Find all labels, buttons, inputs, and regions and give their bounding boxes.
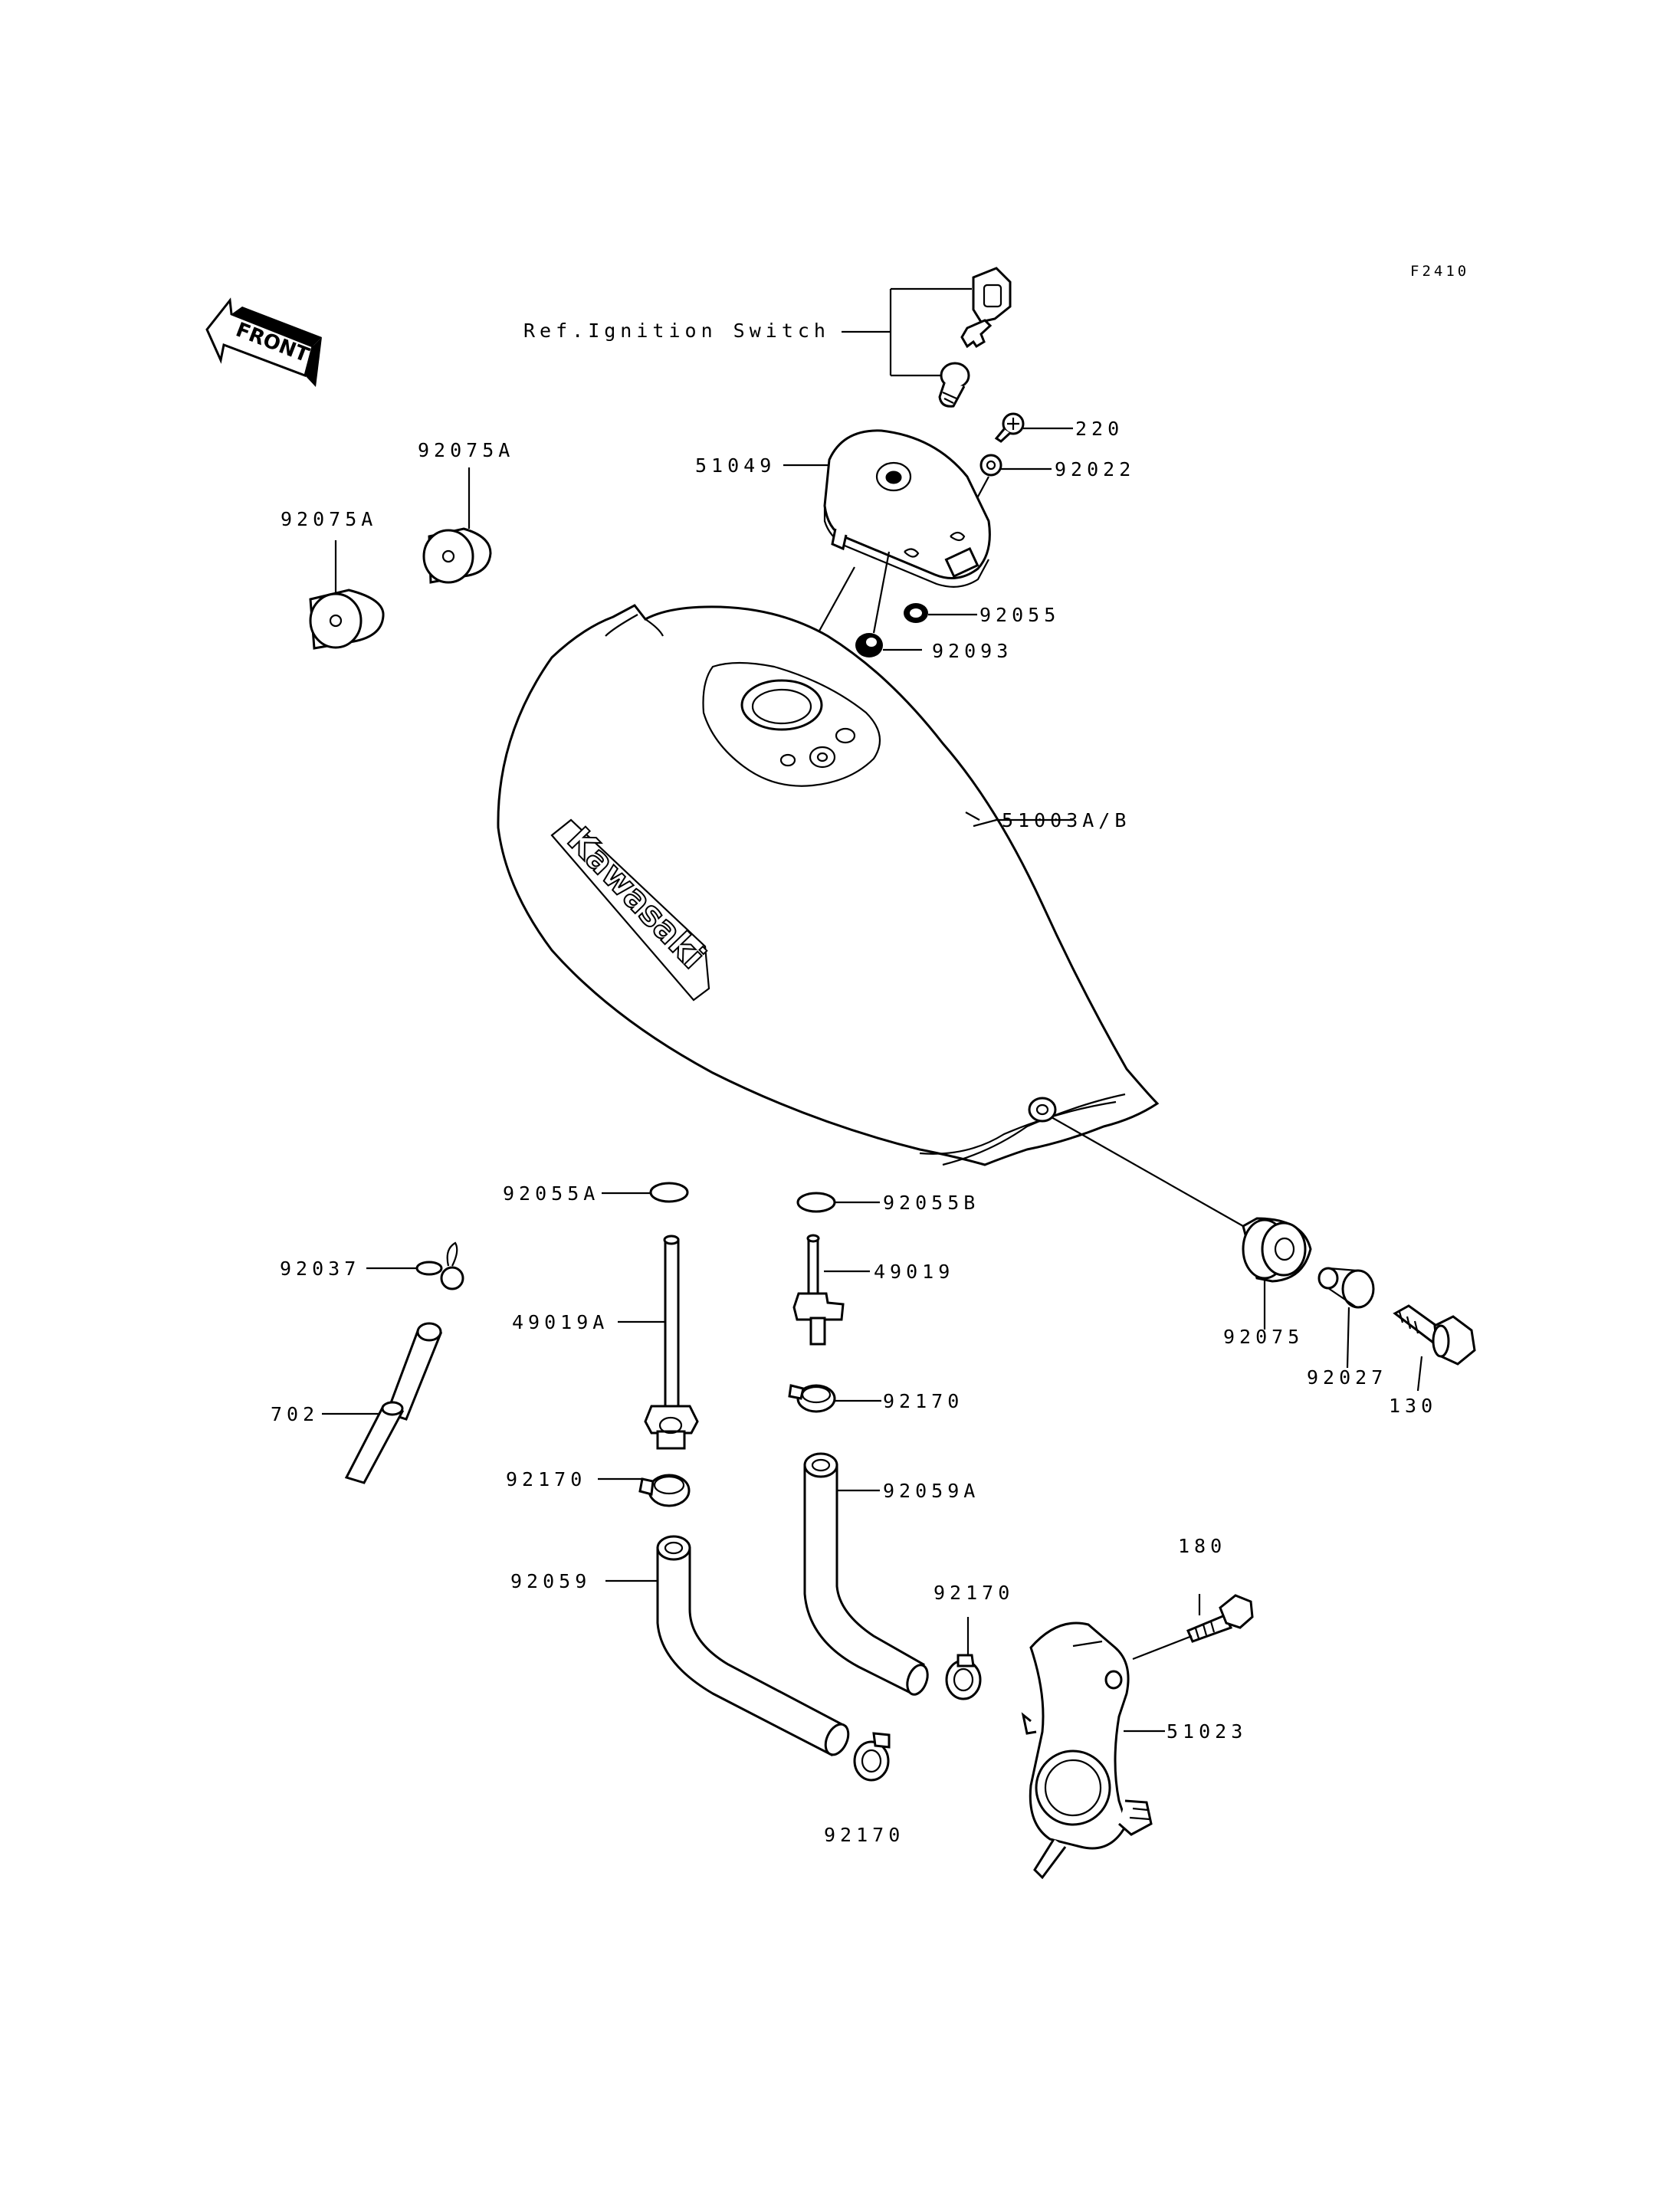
part-92055B-label: 92055B [883,1192,979,1214]
clamp-92170-upper-right [788,1384,836,1413]
screw-220 [994,412,1025,443]
ref-ignition-switch-label: Ref.Ignition Switch [523,320,830,342]
damper-92075A-lower [309,589,385,650]
part-180-label: 180 [1178,1535,1226,1557]
part-92059-label: 92059 [510,1570,591,1592]
part-92055A-label: 92055A [503,1182,599,1205]
part-92055-label: 92055 [979,604,1060,626]
fuel-tap-51023 [1021,1622,1153,1880]
collar-92027 [1317,1267,1375,1309]
part-92170-middle-label: 92170 [934,1582,1014,1604]
ignition-cylinder-icon [938,362,970,408]
part-92170-upper-right-label: 92170 [883,1390,963,1412]
part-92170-bottom-label: 92170 [824,1824,904,1846]
damper-92075A-upper [422,527,492,584]
ignition-switch-reference: Ref.Ignition Switch [523,267,1012,408]
clip-92037 [415,1241,464,1290]
part-51023-label: 51023 [1166,1720,1247,1743]
tube-702 [344,1322,443,1484]
part-92170-left-label: 92170 [506,1468,586,1490]
part-92075A-upper-label: 92075A [418,439,514,461]
fuel-pipe-49019 [792,1234,845,1346]
part-92093-label: 92093 [932,640,1012,662]
ignition-key-icon [960,267,1012,349]
part-92059A-label: 92059A [883,1480,979,1502]
part-92075A-lower-label: 92075A [281,508,377,530]
front-arrow-icon: FRONT [205,297,322,387]
clamp-92170-bottom [853,1732,891,1782]
figure-code: F2410 [1410,263,1469,280]
part-702-label: 702 [271,1403,319,1425]
bolt-180 [1186,1594,1254,1643]
part-130-label: 130 [1389,1395,1437,1417]
part-92075-label: 92075 [1223,1326,1304,1348]
clamp-92170-middle [945,1654,982,1700]
hose-92059 [656,1535,850,1757]
hose-92059A [803,1452,929,1696]
fuel-pipe-49019A [644,1235,699,1450]
part-49019-label: 49019 [874,1261,954,1283]
grommet-92093 [855,633,883,657]
o-ring-92055 [904,603,928,623]
part-51003-label: 51003A/B [1002,809,1130,831]
washer-92022 [979,454,1002,477]
clamp-92170-left [638,1474,691,1507]
part-220-label: 220 [1075,418,1124,440]
part-92022-label: 92022 [1055,458,1135,480]
part-92027-label: 92027 [1307,1366,1387,1389]
o-ring-92055A [649,1182,689,1203]
part-51049-label: 51049 [695,454,776,477]
part-92037-label: 92037 [280,1258,360,1280]
bolt-130 [1393,1304,1476,1366]
rear-damper-92075 [1242,1217,1312,1283]
tank-cap-51049 [823,429,991,588]
part-49019A-label: 49019A [512,1311,609,1333]
fuel-tank-51003: Kawasaki [497,604,1160,1166]
o-ring-92055B [796,1192,836,1213]
